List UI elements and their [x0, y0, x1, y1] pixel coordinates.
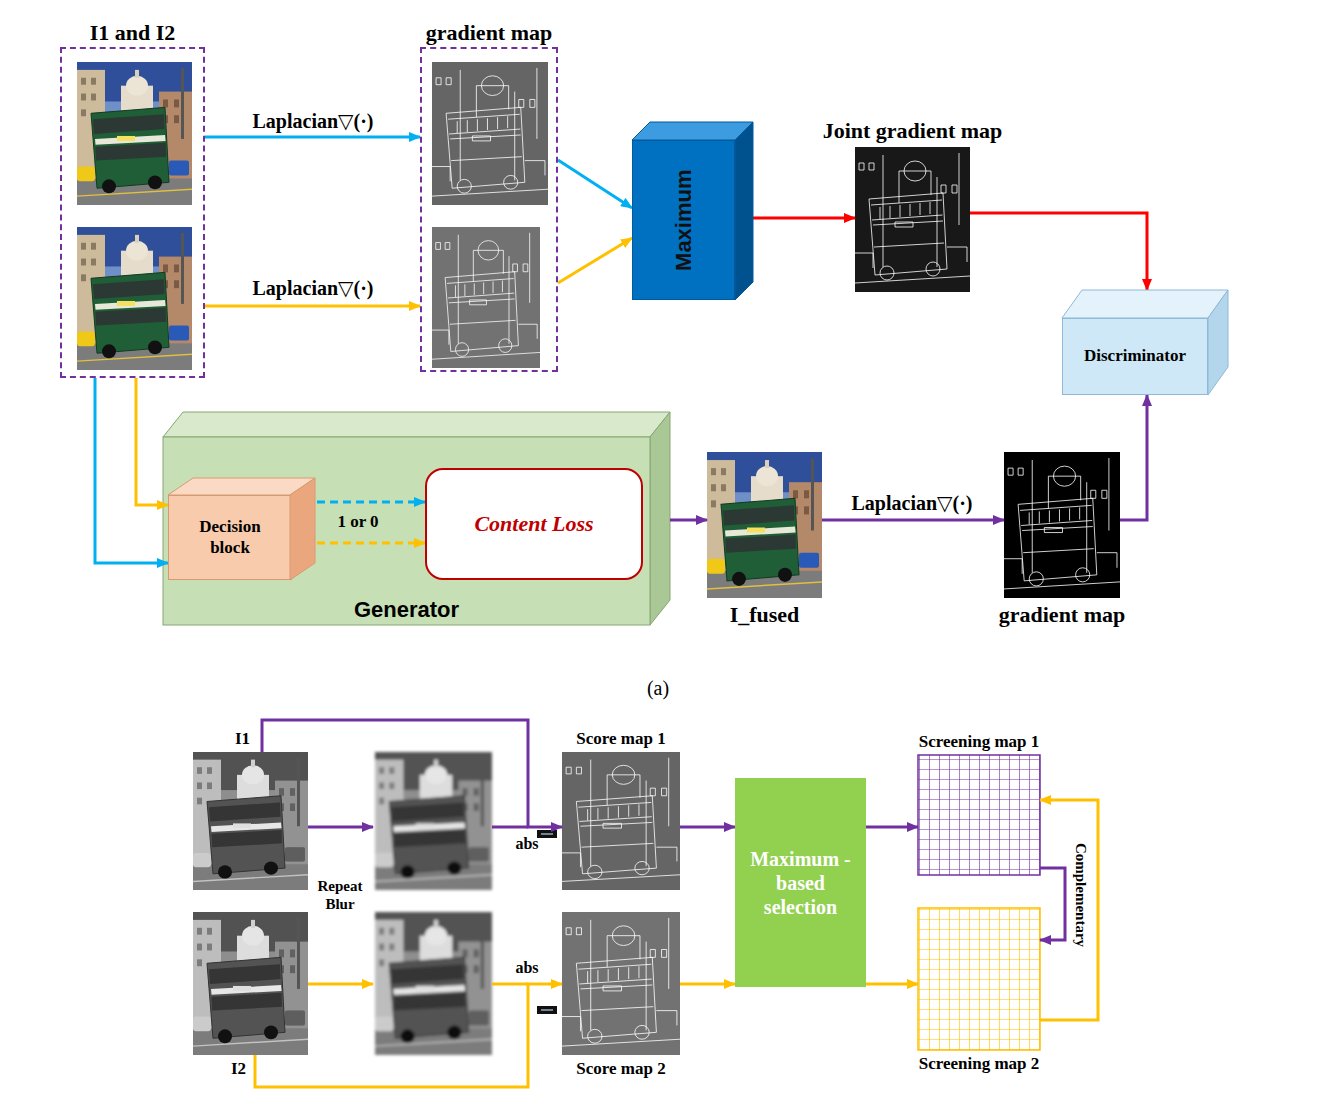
fused-gradient-image: gradient map	[1004, 452, 1120, 598]
flow-arrow	[866, 983, 918, 986]
flow-arrow	[753, 217, 855, 220]
flow-arrow	[1040, 868, 1065, 940]
box-heading: I1 and I2	[90, 20, 176, 46]
flow-arrow	[95, 378, 168, 563]
box-3d-faces	[1062, 290, 1228, 395]
score-map-image: Score map 2	[562, 912, 680, 1055]
box-top-face	[1062, 290, 1228, 318]
screening-map-grid: Screening map 2	[918, 908, 1040, 1050]
edge-label: Laplacian▽(·)	[852, 491, 973, 515]
flow-arrow	[822, 519, 1004, 522]
box-side-face	[290, 478, 315, 580]
edge-label: 1 or 0	[337, 512, 378, 532]
flow-arrow	[317, 501, 425, 504]
box-top-face	[632, 122, 753, 140]
box-heading: Generator	[354, 597, 459, 623]
flow-arrow	[136, 378, 168, 505]
box-heading: Screening map 1	[919, 732, 1040, 752]
flow-arrow	[680, 983, 735, 986]
flow-arrow	[1040, 800, 1098, 1020]
source-image: I1	[193, 752, 308, 890]
flow-arrow	[205, 305, 420, 308]
relation-label: Complementary	[1072, 843, 1090, 947]
flow-arrow	[262, 720, 562, 827]
screening-map-grid: Screening map 1	[918, 755, 1040, 875]
score-map-image: Score map 1	[562, 752, 680, 890]
box-heading: I1	[235, 729, 250, 749]
flow-arrow	[866, 826, 918, 829]
joint-gradient-image: Joint gradient map	[855, 147, 970, 292]
flow-arrow	[317, 542, 425, 545]
box-text: Discriminator	[1084, 346, 1186, 366]
box-text: Decision block	[179, 517, 281, 558]
edge-label: Laplacian▽(·)	[253, 109, 374, 133]
decision-block: Decision block	[168, 495, 292, 580]
content-loss-box: Content Loss	[425, 468, 643, 580]
box-heading: gradient map	[999, 602, 1126, 628]
box-text: Content Loss	[474, 511, 593, 537]
selection-block: Maximum -based selection	[735, 778, 866, 987]
flow-arrow	[670, 519, 707, 522]
figure-part-label: (a)	[647, 676, 669, 700]
box-text: Maximum	[670, 169, 696, 270]
box-heading: I2	[231, 1059, 246, 1079]
fused-image: I_fused	[707, 452, 822, 598]
edge-label: Laplacian▽(·)	[253, 276, 374, 300]
process-note: Repeat Blur	[309, 877, 371, 913]
box-heading: Screening map 2	[919, 1054, 1040, 1074]
flow-arrow	[1120, 395, 1147, 520]
box-heading: gradient map	[426, 20, 553, 46]
flow-arrow	[970, 213, 1147, 290]
operation-label: abs	[515, 834, 538, 853]
box-heading: Score map 1	[576, 729, 665, 749]
generator-block: Generator Decision block Content Loss	[163, 437, 650, 625]
maximum-block: Maximum	[632, 140, 735, 300]
input-pair-group: I1 and I2	[60, 47, 205, 378]
discriminator-block: Discriminator	[1062, 318, 1208, 395]
flow-arrow	[255, 984, 562, 1087]
box-side-face	[735, 122, 753, 300]
box-heading: Joint gradient map	[823, 118, 1003, 144]
flow-arrow	[558, 238, 632, 283]
flow-arrow	[205, 136, 420, 139]
source-image: I2	[193, 912, 308, 1055]
flow-arrow	[680, 826, 735, 829]
box-text: Maximum -based selection	[743, 847, 858, 919]
box-heading: Score map 2	[576, 1059, 665, 1079]
box-heading: I_fused	[730, 602, 800, 628]
gradient-map-group: gradient map	[420, 47, 558, 372]
box-side-face	[1208, 290, 1228, 395]
operation-label: abs	[515, 958, 538, 977]
flow-arrow	[558, 160, 632, 208]
